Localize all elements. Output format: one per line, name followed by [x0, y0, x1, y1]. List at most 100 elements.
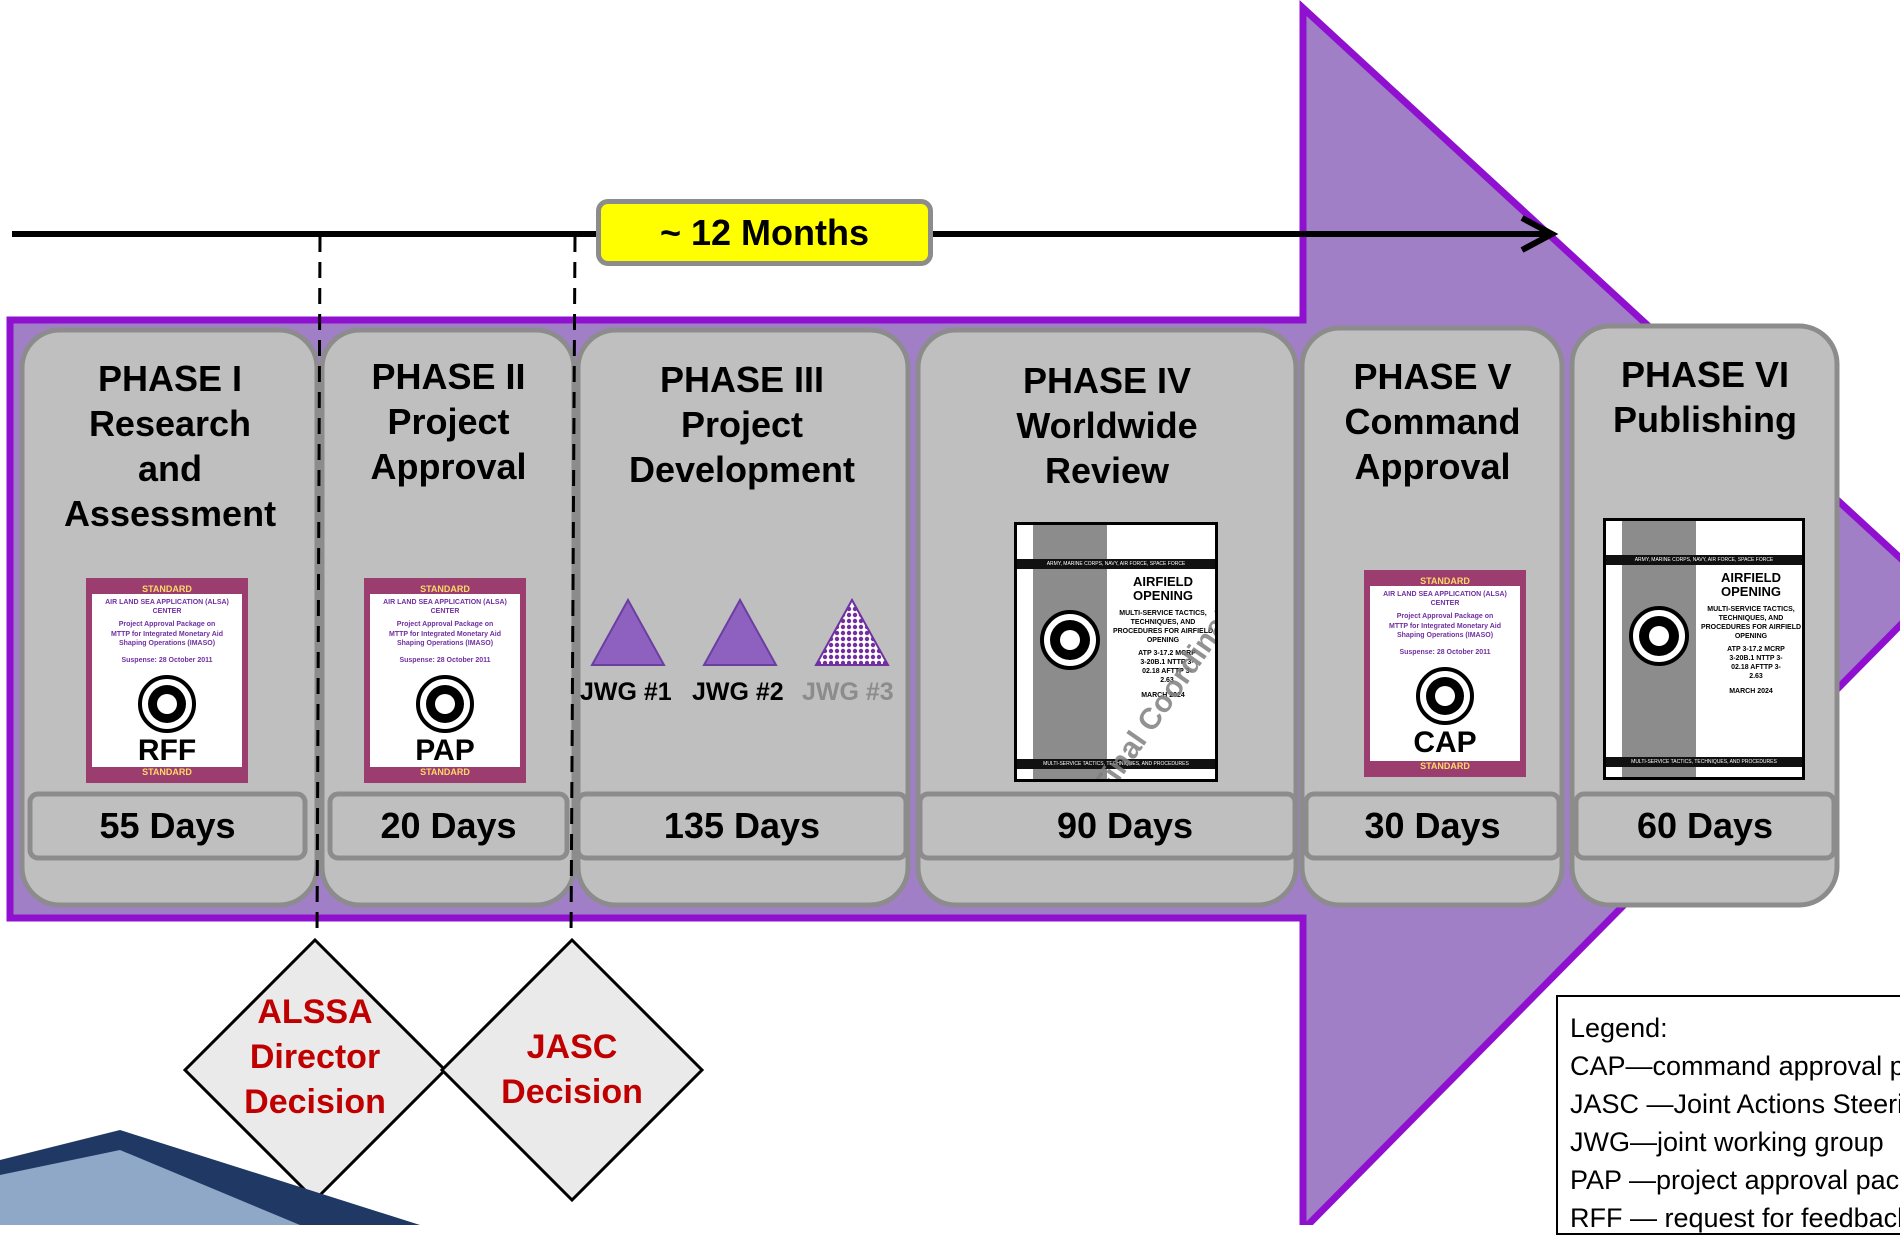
phase-1-title-line: and — [137, 448, 202, 489]
phase-1-title: PHASE I Research and Assessment — [30, 356, 310, 536]
publication-subtitle: MULTI-SERVICE TACTICS, TECHNIQUES, AND P… — [1700, 606, 1802, 640]
decision-text-line: Director — [249, 1038, 381, 1076]
decision-diamond-2 — [439, 937, 705, 1203]
phase-3-days: 135 Days — [663, 805, 821, 846]
phase-3-title-line: Development — [628, 449, 856, 490]
alssa-seal-icon — [138, 675, 196, 733]
doc-package: Project Approval Package on — [1396, 613, 1494, 620]
legend-heading: Legend: — [1570, 1013, 1668, 1043]
doc-org: AIR LAND SEA APPLICATION (ALSA) CENTER — [1383, 591, 1507, 607]
phase-6-title: PHASE VI Publishing — [1576, 352, 1834, 442]
decision-line-2 — [569, 235, 577, 939]
days-bar-4 — [917, 791, 1298, 861]
publication-numbers: ATP 3-17.2 MCRP 3-20B.1 NTTP 3-02.18 AFT… — [1727, 646, 1785, 680]
timeline-arrowhead — [1520, 215, 1559, 253]
phase-1-title-line: Assessment — [63, 493, 277, 534]
phase-4-title-line: PHASE IV — [1022, 360, 1192, 401]
document-page: STANDARD AIR LAND SEA APPLICATION (ALSA)… — [92, 584, 242, 777]
jwg-2-triangle — [702, 597, 778, 666]
alssa-seal-icon — [1416, 667, 1474, 725]
doc-standard-label: STANDARD — [1370, 761, 1520, 771]
phase-6-days: 60 Days — [1636, 805, 1774, 846]
phase-3-title-line: Project — [680, 404, 804, 445]
phase-3-title-line: PHASE III — [659, 359, 825, 400]
cap-document: STANDARD AIR LAND SEA APPLICATION (ALSA)… — [1364, 570, 1526, 777]
alssa-seal-icon — [1040, 610, 1100, 670]
days-bar-2 — [327, 791, 570, 861]
cap-label: CAP — [1413, 726, 1477, 759]
phase-2-title-line: Project — [387, 401, 510, 442]
alssa-seal-icon — [1629, 606, 1689, 666]
publication-numbers: ATP 3-17.2 MCRP 3-20B.1 NTTP 3-02.18 AFT… — [1138, 650, 1196, 684]
publication-date: MARCH 2024 — [1141, 692, 1185, 699]
phase-1-days: 55 Days — [99, 805, 236, 846]
publication-top-band: ARMY, MARINE CORPS, NAVY, AIR FORCE, SPA… — [1606, 555, 1802, 565]
decision-text-line: JASC — [526, 1028, 618, 1066]
doc-suspense: Suspense: 28 October 2011 — [121, 657, 213, 664]
phase-5-title: PHASE V Command Approval — [1306, 354, 1559, 489]
alssa-seal-icon — [416, 675, 474, 733]
jwg-1-triangle — [590, 597, 666, 666]
phase-6-title-line: PHASE VI — [1620, 354, 1790, 395]
duration-label: ~ 12 Months — [659, 211, 870, 253]
doc-standard-label: STANDARD — [370, 767, 520, 777]
publication-date: MARCH 2024 — [1729, 688, 1773, 695]
phase-6-title-line: Publishing — [1613, 399, 1797, 440]
final-publication: ARMY, MARINE CORPS, NAVY, AIR FORCE, SPA… — [1603, 518, 1805, 780]
legend-item: RFF — request for feedback — [1570, 1203, 1900, 1233]
doc-package: Project Approval Package on — [118, 621, 216, 628]
publication-bottom-band: MULTI-SERVICE TACTICS, TECHNIQUES, AND P… — [1017, 759, 1215, 769]
doc-suspense: Suspense: 28 October 2011 — [399, 657, 491, 664]
legend-item: JASC —Joint Actions Steering Committee — [1570, 1089, 1900, 1119]
legend: Legend: CAP—command approval package JAS… — [1556, 995, 1900, 1235]
doc-standard-label: STANDARD — [1370, 576, 1520, 586]
doc-subject: MTTP for Integrated Monetary Aid Shaping… — [1388, 623, 1501, 639]
doc-subject: MTTP for Integrated Monetary Aid Shaping… — [110, 631, 223, 647]
phase-2-title-line: PHASE II — [371, 356, 526, 397]
publication-top-band: ARMY, MARINE CORPS, NAVY, AIR FORCE, SPA… — [1017, 559, 1215, 569]
legend-item: CAP—command approval package — [1570, 1051, 1900, 1081]
phase-5-title-line: Approval — [1354, 446, 1511, 487]
legend-item: PAP —project approval package — [1570, 1165, 1900, 1195]
decision-text-line: Decision — [501, 1073, 643, 1111]
phase-2-title: PHASE II Project Approval — [326, 354, 571, 489]
decision-line-1 — [315, 235, 322, 939]
publication-title: AIRFIELD OPENING — [1133, 574, 1193, 603]
document-page: STANDARD AIR LAND SEA APPLICATION (ALSA)… — [370, 584, 520, 777]
doc-standard-label: STANDARD — [370, 584, 520, 594]
phase-1-title-line: PHASE I — [97, 358, 243, 399]
coordination-draft-publication: ARMY, MARINE CORPS, NAVY, AIR FORCE, SPA… — [1014, 522, 1218, 782]
document-page: STANDARD AIR LAND SEA APPLICATION (ALSA)… — [1370, 576, 1520, 771]
doc-org: AIR LAND SEA APPLICATION (ALSA) CENTER — [383, 599, 507, 615]
decision-text-line: Decision — [244, 1083, 386, 1121]
phase-5-title-line: Command — [1344, 401, 1521, 442]
pap-label: PAP — [415, 734, 475, 767]
jwg-1-label: JWG #1 — [580, 678, 672, 706]
corner-decoration-highlight — [0, 1150, 300, 1225]
phase-4-days: 90 Days — [1056, 805, 1194, 846]
doc-standard-label: STANDARD — [92, 584, 242, 594]
jasc-decision: JASC Decision — [472, 1025, 672, 1115]
phase-3-title: PHASE III Project Development — [582, 357, 902, 492]
phase-5-title-line: PHASE V — [1353, 356, 1512, 397]
jwg-3-label: JWG #3 — [802, 678, 894, 706]
rff-label: RFF — [137, 734, 197, 767]
publication-bottom-band: MULTI-SERVICE TACTICS, TECHNIQUES, AND P… — [1606, 757, 1802, 767]
duration-badge: ~ 12 Months — [596, 199, 933, 266]
phase-4-title: PHASE IV Worldwide Review — [922, 358, 1292, 493]
jwg-2-label: JWG #2 — [692, 678, 784, 706]
doc-suspense: Suspense: 28 October 2011 — [1399, 649, 1491, 656]
phase-2-days: 20 Days — [380, 805, 517, 846]
rff-document: STANDARD AIR LAND SEA APPLICATION (ALSA)… — [86, 578, 248, 783]
days-bar-3 — [575, 791, 909, 861]
legend-item: JWG—joint working group — [1570, 1127, 1884, 1157]
publication-subtitle: MULTI-SERVICE TACTICS, TECHNIQUES, AND P… — [1112, 610, 1214, 644]
doc-subject: MTTP for Integrated Monetary Aid Shaping… — [388, 631, 501, 647]
days-bar-5 — [1303, 791, 1562, 861]
doc-standard-label: STANDARD — [92, 767, 242, 777]
phase-5-days: 30 Days — [1364, 805, 1501, 846]
publication-title: AIRFIELD OPENING — [1721, 570, 1781, 599]
doc-package: Project Approval Package on — [396, 621, 494, 628]
jwg-3-triangle — [814, 597, 890, 666]
phase-1-title-line: Research — [88, 403, 252, 444]
